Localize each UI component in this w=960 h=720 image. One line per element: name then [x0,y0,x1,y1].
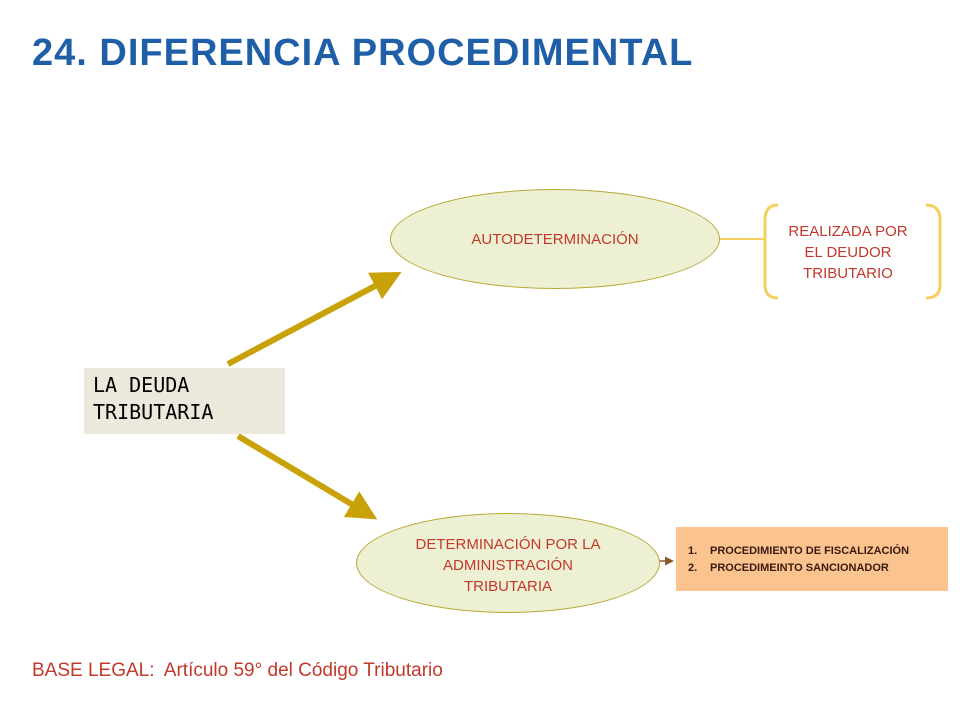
procedure-number: 2. [688,562,698,574]
bracket-line-2: EL DEUDOR [804,244,892,261]
base-legal-reference: Artículo 59° del Código Tributario [163,660,443,681]
source-line-1: LA DEUDA [93,373,190,397]
determinacion-administracion-oval: DETERMINACIÓN POR LA ADMINISTRACIÓN TRIB… [356,513,660,613]
base-legal-footer: BASE LEGAL: Artículo 59° del Código Trib… [32,660,443,682]
procedure-item: 2. PROCEDIMEINTO SANCIONADOR [688,560,948,577]
right-bracket [925,203,942,300]
deuda-tributaria-box: LA DEUDA TRIBUTARIA [84,368,285,434]
procedure-label: PROCEDIMEINTO SANCIONADOR [710,562,889,574]
procedure-item: 1. PROCEDIMIENTO DE FISCALIZACIÓN [688,543,948,560]
bracket-line-1: REALIZADA POR [788,223,908,240]
admin-oval-line-1: DETERMINACIÓN POR LA [415,535,601,553]
source-line-2: TRIBUTARIA [93,400,214,424]
procedures-box: 1. PROCEDIMIENTO DE FISCALIZACIÓN 2. PRO… [676,527,948,591]
arrow-to-autodeterminacion [226,271,402,367]
base-legal-prefix: BASE LEGAL: [32,660,155,681]
bracket-line-3: TRIBUTARIO [803,265,893,282]
autodeterminacion-label: AUTODETERMINACIÓN [471,230,639,248]
autodeterminacion-oval: AUTODETERMINACIÓN [390,189,720,289]
left-bracket [763,203,779,300]
procedure-number: 1. [688,545,698,557]
procedure-label: PROCEDIMIENTO DE FISCALIZACIÓN [710,545,910,557]
arrow-to-determinacion-administracion [236,433,378,520]
realizada-por-deudor-note: REALIZADA POR EL DEUDOR TRIBUTARIO [778,221,918,284]
page-title: 24. DIFERENCIA PROCEDIMENTAL [32,32,694,74]
admin-oval-line-3: TRIBUTARIA [463,577,553,595]
admin-oval-line-2: ADMINISTRACIÓN [442,556,573,574]
